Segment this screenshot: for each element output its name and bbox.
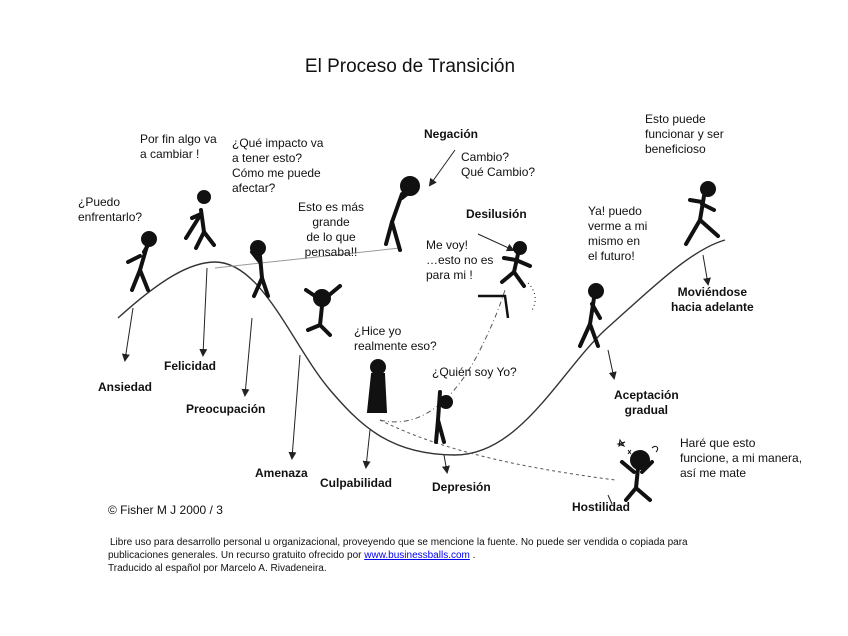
figure-ansiedad-icon [126, 231, 157, 292]
stage-ansiedad: Ansiedad [98, 380, 153, 394]
arrow-depresion [442, 454, 450, 474]
quote-hice: ¿Hice yo realmente eso? [354, 324, 437, 353]
arrow-amenaza [288, 354, 301, 460]
figure-hostilidad-icon [620, 450, 654, 502]
stage-culpabilidad: Culpabilidad [320, 476, 392, 490]
stage-desilusion: Desilusión [466, 207, 527, 221]
figure-negacion-icon [384, 176, 420, 252]
stage-amenaza: Amenaza [255, 466, 308, 480]
stage-felicidad: Felicidad [164, 359, 217, 373]
quote-puedo: ¿Puedo enfrentarlo? [78, 195, 143, 224]
arrow-hostilidad [607, 494, 613, 505]
hostility-path [379, 419, 616, 481]
transition-curve [117, 239, 726, 456]
footer-line-1: Libre uso para desarrollo personal u org… [110, 537, 688, 548]
stage-preocupacion: Preocupación [186, 402, 266, 416]
stage-depresion: Depresión [432, 480, 491, 494]
quote-funcionar: Esto puede funcionar y ser beneficioso [645, 112, 724, 156]
stage-aceptacion: Aceptación gradual [614, 388, 679, 417]
arrow-negacion [428, 149, 456, 187]
figure-depresion-icon [434, 390, 453, 444]
figure-culpabilidad-icon [366, 359, 388, 413]
figure-aceptacion-icon [578, 283, 604, 348]
arrow-moviendose [702, 254, 711, 286]
arrow-culpabilidad [362, 429, 371, 469]
arrow-aceptacion [607, 349, 617, 380]
quote-grande: Esto es más grande de lo que pensaba!! [298, 200, 365, 259]
businessballs-link[interactable]: www.businessballs.com [364, 550, 470, 561]
stage-moviendose: Moviéndose hacia adelante [671, 285, 754, 314]
arrow-ansiedad [121, 307, 134, 362]
footer-line-2-prefix: publicaciones generales. Un recurso grat… [108, 550, 365, 561]
quote-quien: ¿Quién soy Yo? [432, 365, 517, 379]
stage-negacion: Negación [424, 127, 479, 141]
ledge [478, 294, 510, 319]
stage-hostilidad: Hostilidad [572, 500, 631, 514]
figure-felicidad-icon [184, 190, 216, 250]
footer-line-2-suffix: . [469, 550, 476, 561]
denial-path [214, 247, 401, 269]
footer-line-3: Traducido al español por Marcelo A. Riva… [108, 563, 327, 574]
arrow-desilusion [477, 233, 515, 252]
arrow-preocupacion [241, 317, 253, 397]
figure-preocupacion-icon [250, 240, 270, 298]
footer-line-2: publicaciones generales. Un recurso grat… [108, 549, 475, 562]
figure-amenaza-icon [304, 284, 342, 337]
quote-me-voy: Me voy! …esto no es para mi ! [426, 238, 494, 282]
quote-hare: Haré que esto funcione, a mi manera, así… [680, 436, 803, 480]
figure-moviendose-icon [684, 181, 720, 246]
quote-ya-puedo: Ya! puedo verme a mi mismo en el futuro! [588, 204, 648, 263]
quote-impacto: ¿Qué impacto va a tener esto? Cómo me pu… [232, 136, 324, 195]
quote-cambio: Cambio? Qué Cambio? [461, 150, 536, 179]
anger-symbols-icon [616, 438, 659, 455]
arrow-felicidad [199, 267, 208, 357]
figure-desilusion-icon [500, 241, 532, 288]
quote-por-fin: Por fin algo va a cambiar ! [140, 132, 217, 161]
copyright: © Fisher M J 2000 / 3 [108, 503, 223, 517]
falling-dots [527, 282, 536, 311]
diagram-title: El Proceso de Transición [304, 56, 516, 77]
